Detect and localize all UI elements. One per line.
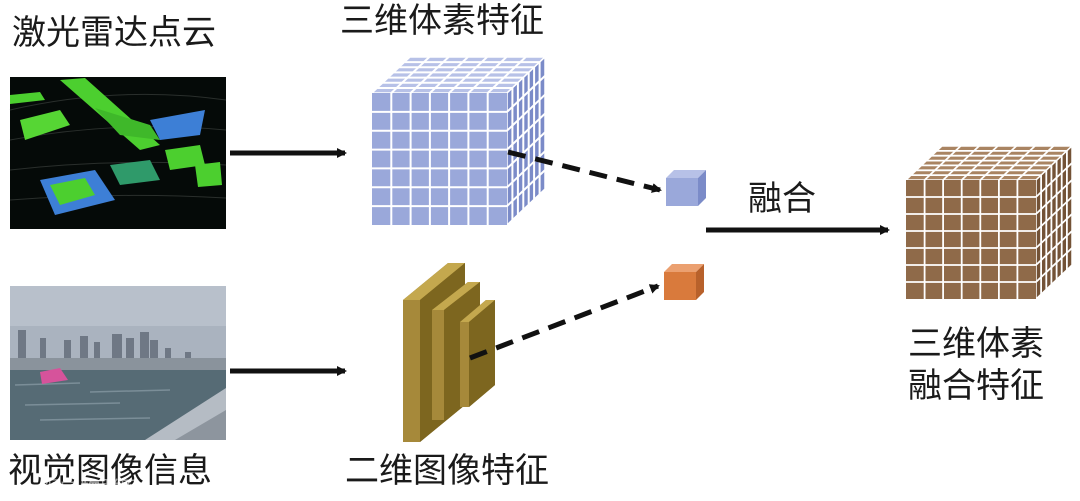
camera-sea-image <box>10 286 226 440</box>
small-orange-cube <box>664 264 704 300</box>
label-lidar: 激光雷达点云 <box>12 13 216 53</box>
label-fused-line1: 三维体素 <box>908 324 1044 364</box>
arrow-features-to-small-cube <box>469 283 660 361</box>
lidar-point-cloud-image <box>9 77 227 229</box>
label-visual: 视觉图像信息 <box>8 451 212 491</box>
arrows <box>230 148 890 376</box>
label-fusion: 融合 <box>748 179 816 219</box>
watermark: 视觉物联网 <box>40 476 140 500</box>
label-fused-line2: 融合特征 <box>908 366 1044 406</box>
label-image2d: 二维图像特征 <box>345 451 549 491</box>
brown-voxel-grid <box>904 144 1074 301</box>
small-blue-cube <box>666 170 706 206</box>
blue-voxel-grid <box>370 55 547 227</box>
label-voxel3d: 三维体素特征 <box>340 1 544 41</box>
